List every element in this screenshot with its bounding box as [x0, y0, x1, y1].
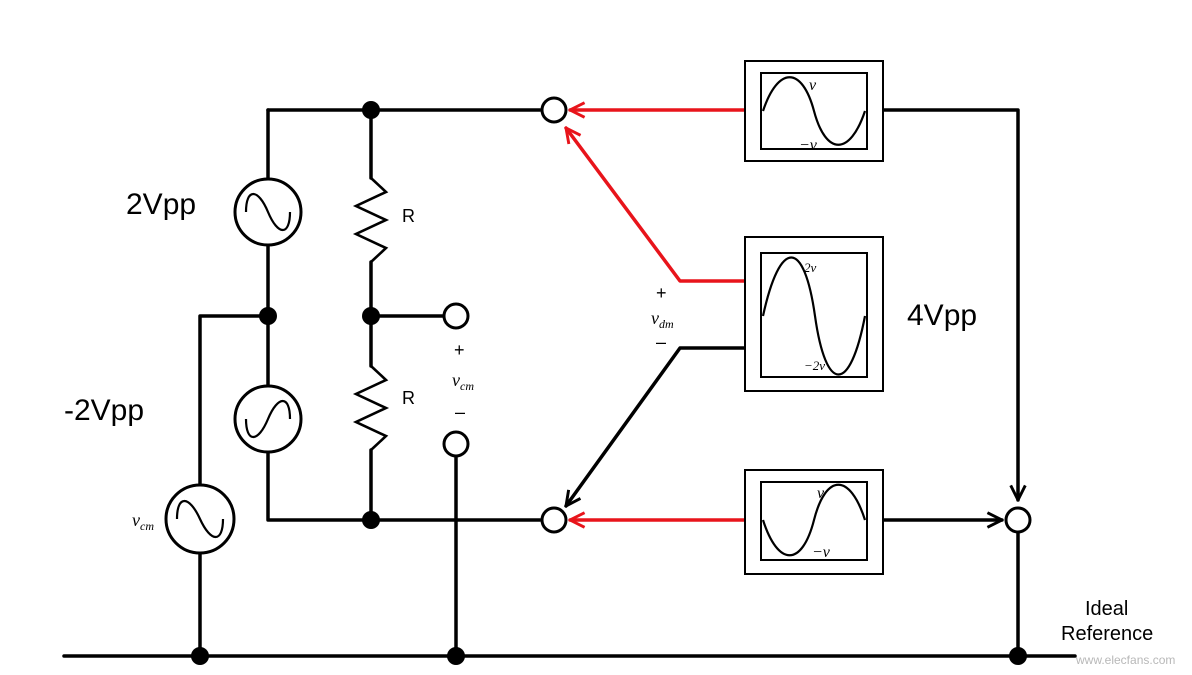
- label-vcm-minus: –: [455, 402, 465, 422]
- scope-bottom-peak: v: [817, 485, 825, 502]
- probe-wires: [566, 110, 747, 520]
- terminal-bottom: [540, 506, 568, 534]
- watermark: www.elecfans.com: [1075, 653, 1175, 667]
- junction-ground-meas: [447, 647, 465, 665]
- label-vdm-measure: vdm: [651, 308, 674, 331]
- label-vcm-measure: vcm: [452, 370, 474, 393]
- scope-middle-waveform: [761, 256, 867, 376]
- scope-bottom-trough: −v: [812, 544, 831, 561]
- terminal-reference: [1004, 506, 1032, 534]
- wire-left-low: [266, 451, 542, 522]
- scope-middle-peak: 2v: [804, 260, 817, 275]
- sine-wave-icon: [244, 399, 292, 439]
- ac-source-top: [233, 177, 303, 247]
- label-vcm-plus: +: [454, 340, 465, 360]
- label-output-amplitude: 4Vpp: [907, 299, 977, 332]
- label-vdm-plus: +: [656, 283, 667, 303]
- junction-res-mid: [362, 307, 380, 325]
- scope-top-trough: −v: [799, 137, 818, 154]
- ac-source-middle: [233, 384, 303, 454]
- scope-middle: [744, 236, 884, 392]
- resistor-bottom: [352, 365, 390, 451]
- scope-top-waveform: [761, 76, 867, 146]
- wire-top-scope-return: [881, 108, 1018, 502]
- junction-left-mid: [259, 307, 277, 325]
- terminal-vcm-minus: [442, 430, 470, 458]
- label-vcm-source: vcm: [132, 510, 154, 533]
- wire-vcm-loop: [198, 314, 270, 486]
- ac-source-vcm: [164, 483, 236, 555]
- junction-ground-vcm: [191, 647, 209, 665]
- wire-vdm-minus: [566, 346, 747, 506]
- junction-ground-ref: [1009, 647, 1027, 665]
- probe-vdm-plus: [566, 128, 747, 283]
- label-resistor-bottom: R: [402, 388, 415, 408]
- label-ideal-reference-line1: Ideal: [1085, 598, 1128, 620]
- resistor-top: [352, 177, 390, 263]
- label-source-mid-amplitude: -2Vpp: [64, 394, 144, 427]
- scope-bottom-waveform: [761, 483, 867, 557]
- terminal-top: [540, 96, 568, 124]
- label-resistor-top: R: [402, 206, 415, 226]
- scope-middle-trough: −2v: [804, 358, 825, 373]
- junction-top-rail: [362, 101, 380, 119]
- scope-top-peak: v: [809, 77, 817, 94]
- label-vdm-minus: –: [656, 332, 666, 352]
- wires: [62, 108, 1077, 658]
- junction-bottom-rail: [362, 511, 380, 529]
- terminal-vcm-plus: [442, 302, 470, 330]
- label-ideal-reference-line2: Reference: [1061, 623, 1153, 645]
- junctions: [191, 101, 1027, 665]
- label-source-top-amplitude: 2Vpp: [126, 188, 196, 221]
- scope-bottom: [744, 469, 884, 575]
- terminals: [442, 96, 1032, 534]
- sine-wave-icon: [244, 192, 292, 232]
- sine-wave-icon: [175, 499, 225, 539]
- scope-top: [744, 60, 884, 162]
